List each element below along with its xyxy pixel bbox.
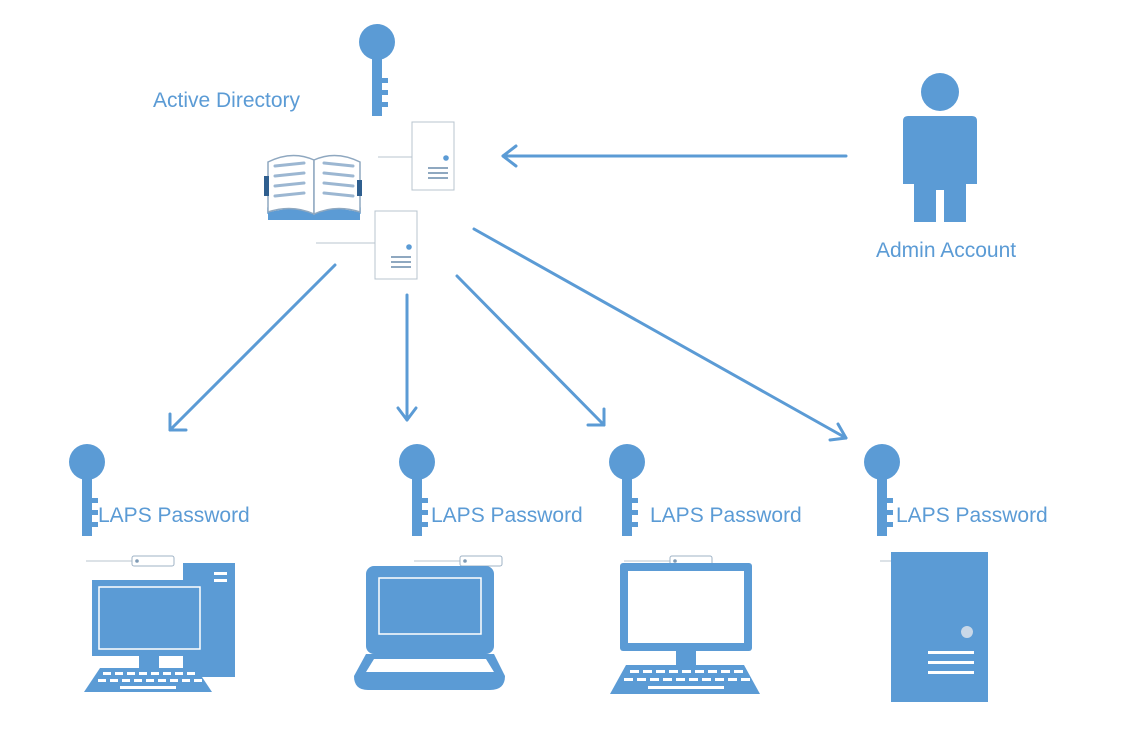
edge-directory-to-laptop: [396, 293, 418, 422]
node-laptop: LAPS Password: [354, 444, 583, 690]
node-admin-account: Admin Account: [876, 73, 1016, 262]
node-monitor-workstation: LAPS Password: [609, 444, 802, 694]
user-icon: [903, 73, 977, 222]
edge-admin-to-directory: [501, 144, 848, 168]
node-tower-server: LAPS Password: [864, 444, 1048, 702]
laps-password-label: LAPS Password: [98, 504, 250, 527]
laps-password-label: LAPS Password: [650, 504, 802, 527]
server-icon: [378, 121, 455, 191]
tower-server-icon: [891, 552, 988, 702]
edge-directory-to-monitor: [455, 274, 606, 427]
directory-book-icon: [264, 154, 362, 220]
edges: [168, 144, 848, 442]
laps-password-label: LAPS Password: [431, 504, 583, 527]
node-active-directory: Active Directory: [153, 24, 455, 280]
laptop-icon: [354, 566, 505, 690]
key-icon: [399, 444, 435, 536]
key-icon: [609, 444, 645, 536]
tag-icon: [85, 555, 175, 567]
desktop-computer-icon: [84, 563, 235, 692]
admin-account-label: Admin Account: [876, 239, 1016, 262]
active-directory-label: Active Directory: [153, 89, 301, 112]
key-icon: [359, 24, 395, 116]
edge-directory-to-server: [472, 227, 848, 442]
tag-icon: [413, 555, 503, 567]
monitor-keyboard-icon: [610, 563, 760, 694]
edge-directory-to-desktop: [168, 263, 337, 432]
server-icon: [316, 210, 418, 280]
laps-password-label: LAPS Password: [896, 504, 1048, 527]
node-desktop-computer: LAPS Password: [69, 444, 250, 692]
key-icon: [864, 444, 900, 536]
